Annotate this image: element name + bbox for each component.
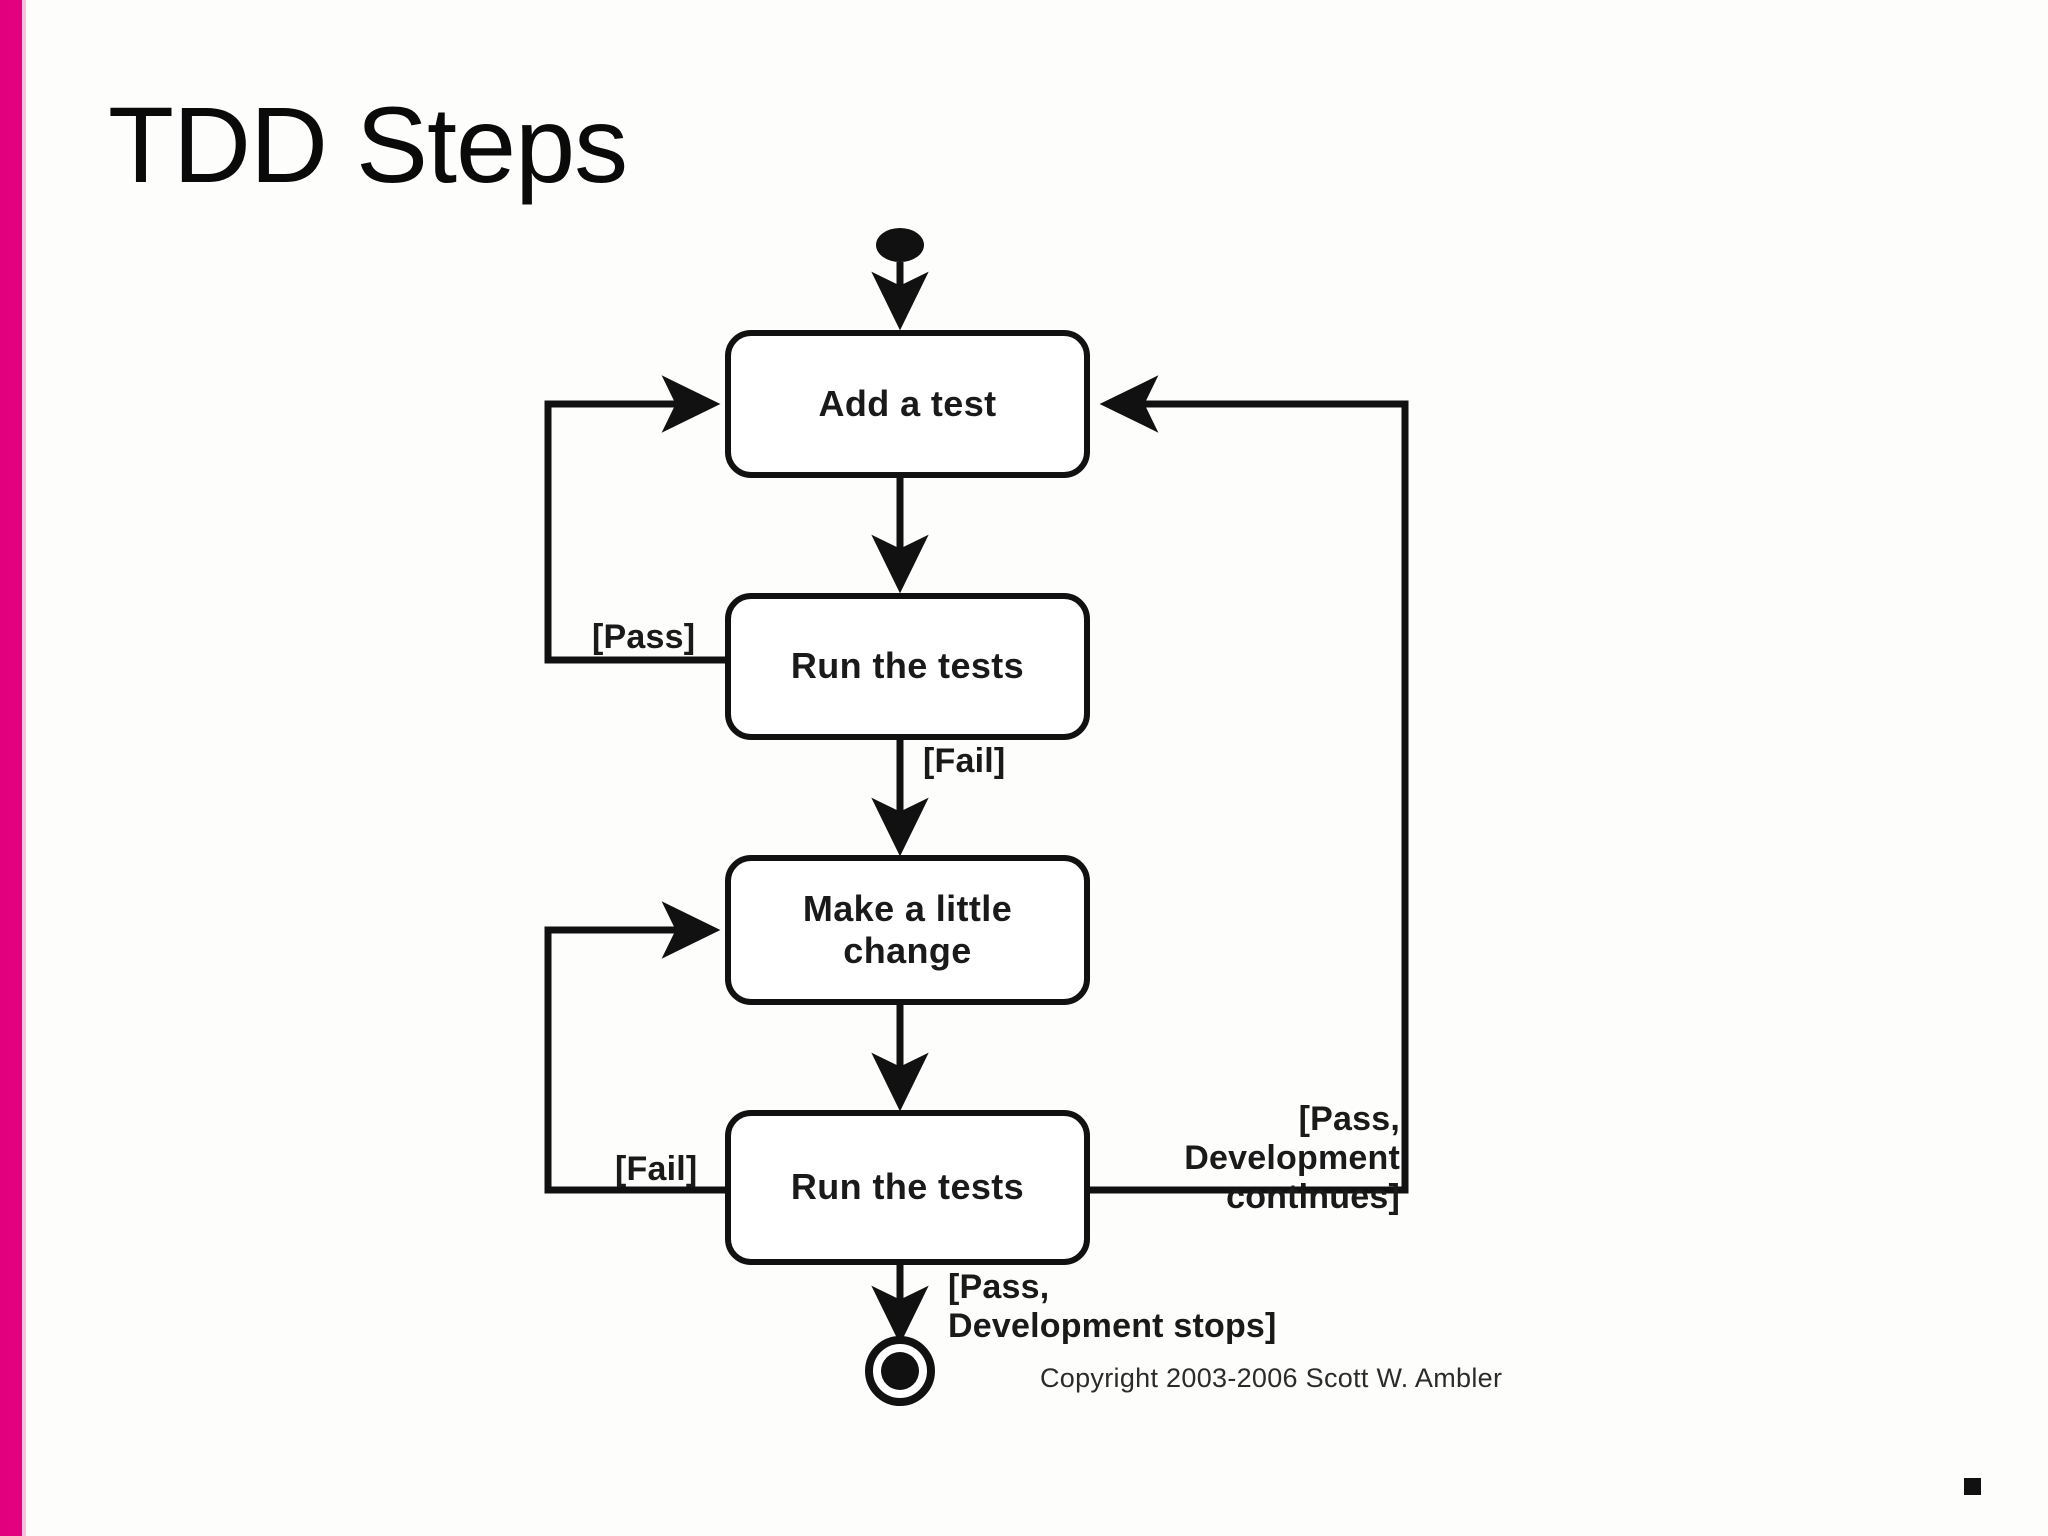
node-make-a-little-change[interactable]: Make a little change	[725, 855, 1090, 1005]
edge-label-fail-to-change: [Fail]	[923, 742, 1006, 780]
edge-label-pass: [Pass]	[592, 618, 696, 656]
edge-label-pass-development-continues: [Pass, Development continues]	[1184, 1100, 1400, 1216]
initial-node	[876, 228, 924, 262]
node-run-the-tests-1[interactable]: Run the tests	[725, 593, 1090, 740]
accent-bar-edge	[22, 0, 26, 1536]
edge-pass-development-continues-to-add-a-test	[1090, 375, 1409, 1194]
edge-label-fail-loop: [Fail]	[615, 1150, 698, 1188]
node-add-a-test[interactable]: Add a test	[725, 330, 1090, 478]
edge-label-pass-development-stops: [Pass, Development stops]	[948, 1268, 1277, 1345]
edge-fail-loop-to-make-a-little-change	[544, 901, 728, 1194]
corner-dot-decoration	[1964, 1478, 1981, 1495]
node-make-a-little-change-label: Make a little change	[802, 887, 1013, 971]
node-run-the-tests-1-label: Run the tests	[790, 645, 1025, 687]
final-node-core	[881, 1352, 919, 1390]
node-run-the-tests-2[interactable]: Run the tests	[725, 1110, 1090, 1265]
node-run-the-tests-2-label: Run the tests	[790, 1166, 1025, 1208]
page-title: TDD Steps	[108, 84, 628, 205]
copyright-notice: Copyright 2003-2006 Scott W. Ambler	[1040, 1363, 1503, 1393]
accent-bar	[0, 0, 22, 1536]
edge-pass-loop-to-add-a-test	[544, 375, 728, 664]
node-add-a-test-label: Add a test	[818, 382, 997, 424]
